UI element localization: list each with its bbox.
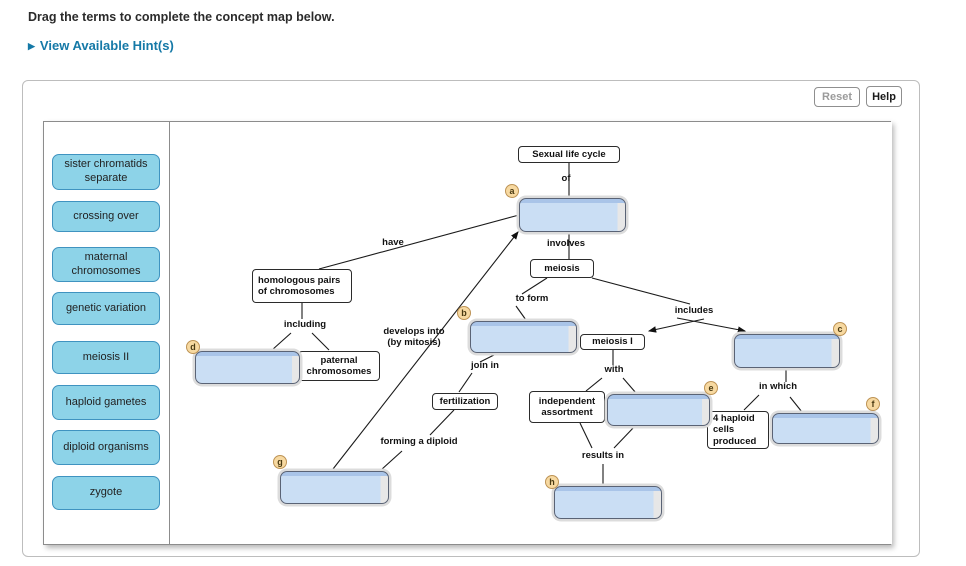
node-paternal-chromosomes: paternal chromosomes bbox=[298, 351, 380, 381]
link-label-with: with bbox=[604, 364, 624, 375]
link-label-includes: includes bbox=[674, 305, 714, 316]
concept-map-board: sister chromatids separate crossing over… bbox=[43, 121, 892, 545]
link-label-of: of bbox=[561, 173, 571, 184]
instruction-text: Drag the terms to complete the concept m… bbox=[28, 10, 335, 24]
term-tile-meiosis-ii[interactable]: meiosis II bbox=[52, 341, 160, 374]
view-hints-link[interactable]: ▶ View Available Hint(s) bbox=[28, 38, 174, 53]
link-label-in-which: in which bbox=[759, 381, 797, 392]
drop-target-c[interactable] bbox=[734, 334, 840, 368]
link-label-including: including bbox=[283, 319, 327, 330]
badge-h: h bbox=[545, 475, 559, 489]
help-button[interactable]: Help bbox=[866, 86, 902, 107]
hint-arrow-icon: ▶ bbox=[28, 41, 35, 51]
badge-e: e bbox=[704, 381, 718, 395]
badge-a: a bbox=[505, 184, 519, 198]
drop-target-f[interactable] bbox=[772, 413, 879, 444]
link-label-develops-into: develops into (by mitosis) bbox=[383, 326, 445, 348]
node-four-haploid-cells: 4 haploid cells produced bbox=[707, 411, 769, 449]
link-label-forming-a-diploid: forming a diploid bbox=[380, 436, 458, 447]
term-tile-genetic-variation[interactable]: genetic variation bbox=[52, 292, 160, 325]
badge-c: c bbox=[833, 322, 847, 336]
drop-target-b[interactable] bbox=[470, 321, 577, 353]
node-independent-assortment: independent assortment bbox=[529, 391, 605, 423]
drop-target-a[interactable] bbox=[519, 198, 626, 232]
term-tile-zygote[interactable]: zygote bbox=[52, 476, 160, 510]
badge-d: d bbox=[186, 340, 200, 354]
badge-g: g bbox=[273, 455, 287, 469]
hint-link-label: View Available Hint(s) bbox=[39, 38, 174, 53]
link-label-have: have bbox=[382, 237, 404, 248]
concept-map-canvas: Sexual life cycle meiosis homologous pai… bbox=[171, 122, 892, 544]
term-tile-crossing-over[interactable]: crossing over bbox=[52, 201, 160, 232]
node-meiosis: meiosis bbox=[530, 259, 594, 278]
term-tile-maternal-chromosomes[interactable]: maternal chromosomes bbox=[52, 247, 160, 282]
reset-button[interactable]: Reset bbox=[814, 87, 860, 107]
drop-target-d[interactable] bbox=[195, 351, 300, 384]
node-sexual-life-cycle: Sexual life cycle bbox=[518, 146, 620, 163]
term-tile-sister-chromatids-separate[interactable]: sister chromatids separate bbox=[52, 154, 160, 190]
badge-f: f bbox=[866, 397, 880, 411]
connector-lines bbox=[271, 163, 803, 485]
drop-target-h[interactable] bbox=[554, 486, 662, 519]
node-homologous-pairs: homologous pairs of chromosomes bbox=[252, 269, 352, 303]
terms-sidebar: sister chromatids separate crossing over… bbox=[44, 122, 170, 544]
link-label-to-form: to form bbox=[515, 293, 549, 304]
link-label-join-in: join in bbox=[471, 360, 499, 371]
drop-target-g[interactable] bbox=[280, 471, 389, 504]
term-tile-haploid-gametes[interactable]: haploid gametes bbox=[52, 385, 160, 420]
exercise-panel: Reset Help sister chromatids separate cr… bbox=[22, 80, 920, 557]
drop-target-e[interactable] bbox=[607, 394, 710, 426]
term-tile-diploid-organisms[interactable]: diploid organisms bbox=[52, 430, 160, 465]
badge-b: b bbox=[457, 306, 471, 320]
node-meiosis-i: meiosis I bbox=[580, 334, 645, 350]
link-label-involves: involves bbox=[546, 238, 586, 249]
node-fertilization: fertilization bbox=[432, 393, 498, 410]
link-label-results-in: results in bbox=[581, 450, 625, 461]
